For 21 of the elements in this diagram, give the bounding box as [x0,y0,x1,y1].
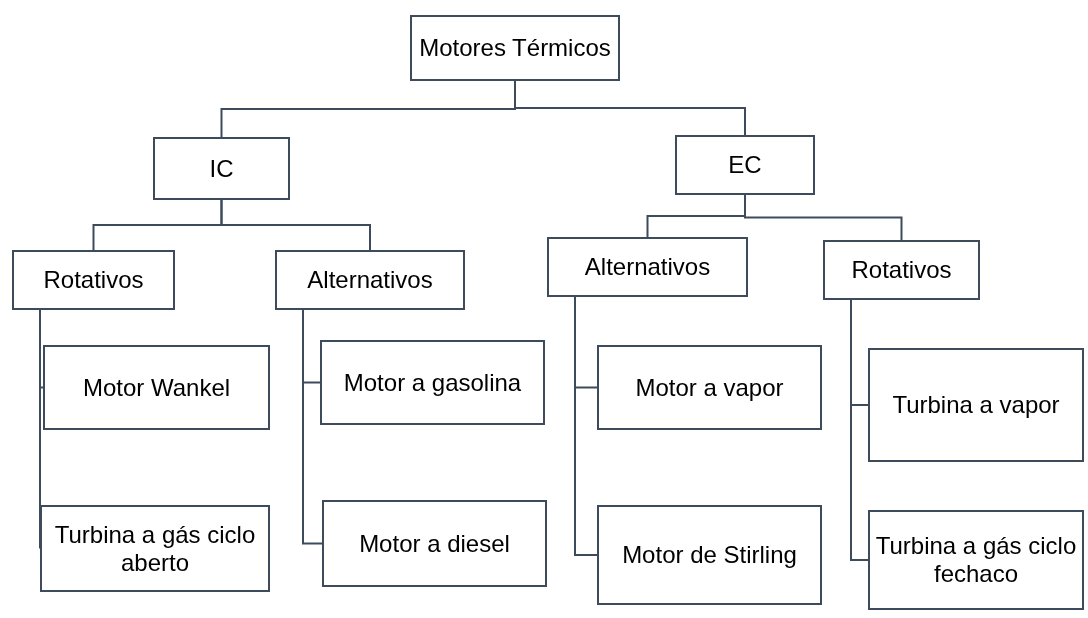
node-box: IC [153,137,290,200]
node-box: Alternativos [547,237,748,297]
node-box: Turbina a gás ciclo aberto [40,505,270,592]
connector-line [574,296,598,556]
node-box: Motor a diesel [322,500,547,587]
node-box: Alternativos [275,250,465,310]
connector-line [850,299,869,561]
connector-line [514,80,746,136]
node-box: Turbina a vapor [868,348,1084,462]
node-box: EC [675,135,815,195]
node-box: Motor a gasolina [320,340,545,425]
node-box: Rotativos [823,240,980,300]
connector-line [302,309,323,545]
node-box: Motor de Stirling [597,505,822,605]
node-box: Motor Wankel [43,345,270,430]
node-box: Motores Térmicos [410,15,620,81]
node-box: Turbina a gás ciclo fechaco [868,510,1084,610]
node-box: Motor a vapor [597,345,822,430]
connector-line [220,199,371,251]
node-box: Rotativos [12,250,175,310]
connector-line [744,194,903,241]
